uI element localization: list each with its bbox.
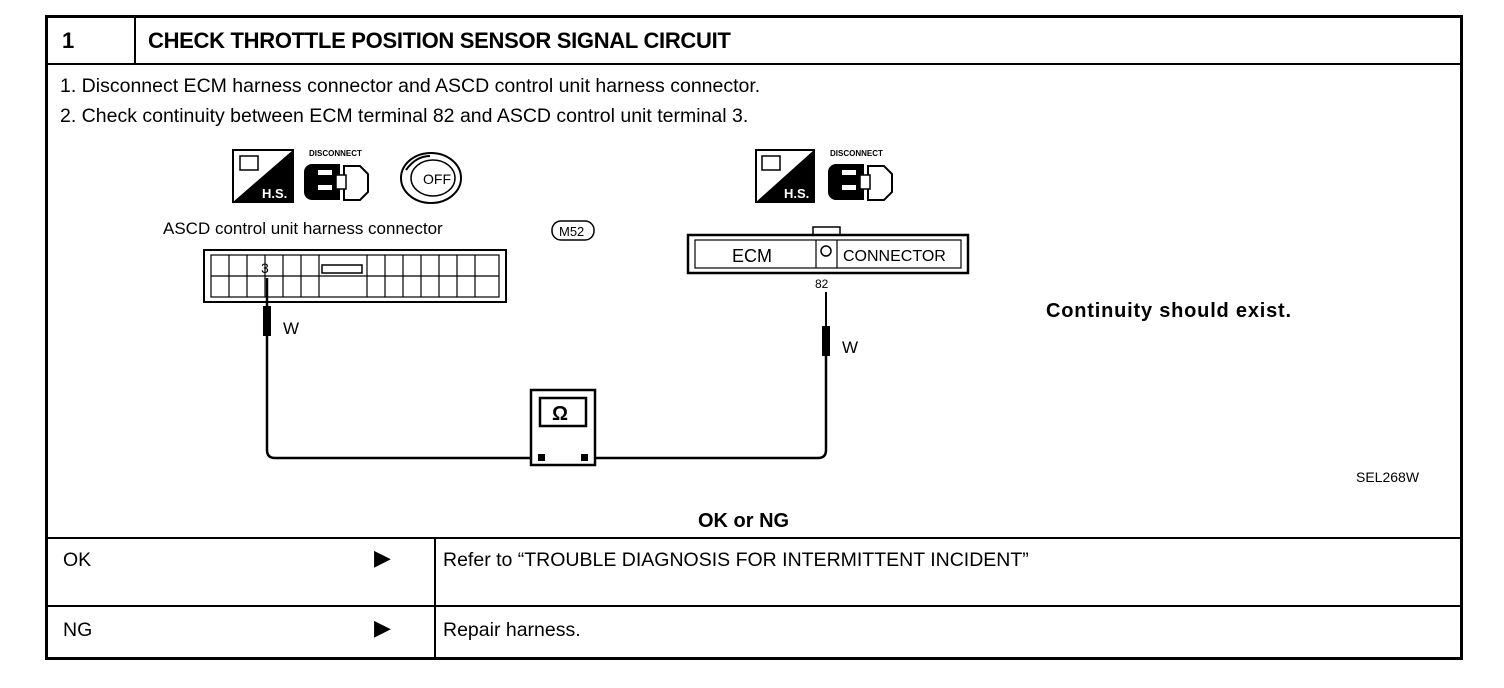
harness-sign-icon: H.S.: [755, 149, 815, 203]
ecm-terminal-number: 82: [815, 277, 829, 291]
svg-text:ECM: ECM: [732, 246, 772, 266]
step-number: 1: [48, 18, 136, 63]
ohmmeter-icon: Ω: [529, 388, 597, 467]
svg-text:H.S.: H.S.: [784, 186, 809, 201]
figure-id: SEL268W: [1356, 469, 1420, 485]
continuity-note: Continuity should exist.: [1046, 300, 1292, 322]
ignition-off-icon: OFF: [400, 152, 462, 204]
result-ng: NG: [63, 619, 93, 641]
decision-heading: OK or NG: [698, 510, 790, 532]
svg-text:Ω: Ω: [552, 403, 568, 425]
disconnect-icon: DISCONNECT: [304, 149, 369, 201]
ascd-connector: 3: [203, 249, 507, 303]
svg-text:CONNECTOR: CONNECTOR: [843, 248, 946, 265]
wire-color-right: W: [842, 338, 858, 357]
svg-text:DISCONNECT: DISCONNECT: [309, 149, 362, 158]
ecm-connector: ECM CONNECTOR: [686, 226, 970, 275]
arrow-icon: ▶: [374, 615, 391, 640]
svg-text:DISCONNECT: DISCONNECT: [830, 149, 883, 158]
decision-row-ng: NG ▶ Repair harness.: [48, 607, 1460, 657]
step-title: CHECK THROTTLE POSITION SENSOR SIGNAL CI…: [148, 28, 731, 53]
decision-row-ok: OK ▶ Refer to “TROUBLE DIAGNOSIS FOR INT…: [48, 537, 1460, 607]
circuit-wire: [263, 278, 830, 460]
svg-text:M52: M52: [559, 224, 584, 239]
arrow-icon: ▶: [374, 545, 391, 570]
ascd-connector-label: ASCD control unit harness connector: [163, 219, 443, 238]
column-divider: [434, 537, 436, 605]
harness-sign-icon: H.S.: [232, 149, 294, 203]
wire-color-left: W: [283, 319, 299, 338]
svg-text:OFF: OFF: [423, 171, 451, 187]
procedure-frame: 1 CHECK THROTTLE POSITION SENSOR SIGNAL …: [45, 15, 1463, 660]
action-ng: Repair harness.: [443, 619, 581, 641]
ascd-terminal-number: 3: [261, 260, 269, 276]
action-ok: Refer to “TROUBLE DIAGNOSIS FOR INTERMIT…: [443, 549, 1029, 571]
disconnect-icon: DISCONNECT: [828, 149, 893, 201]
step-header: 1 CHECK THROTTLE POSITION SENSOR SIGNAL …: [48, 18, 1460, 65]
column-divider: [434, 607, 436, 657]
result-ok: OK: [63, 549, 92, 571]
svg-text:H.S.: H.S.: [262, 186, 287, 201]
ascd-connector-badge: M52: [551, 220, 595, 241]
instruction-step-1: 1. Disconnect ECM harness connector and …: [60, 75, 761, 97]
decision-heading-band: [48, 491, 1460, 539]
instruction-step-2: 2. Check continuity between ECM terminal…: [60, 105, 749, 127]
